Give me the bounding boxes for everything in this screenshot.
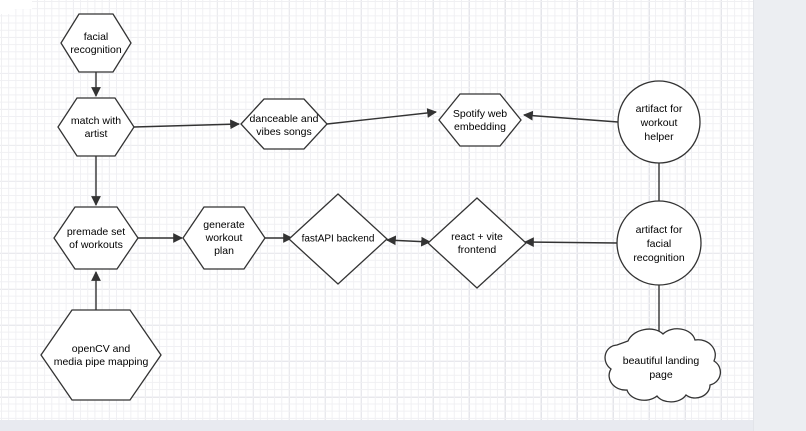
node-label-line-2: workout bbox=[205, 232, 243, 244]
right-side-panel bbox=[753, 0, 806, 431]
node-beautiful-landing-page[interactable]: beautiful landing page bbox=[604, 328, 721, 403]
node-label-line-3: plan bbox=[214, 245, 234, 257]
node-label-line-2: vibes songs bbox=[256, 126, 311, 138]
node-label-line-1: openCV and bbox=[72, 343, 131, 355]
node-label-line-1: beautiful landing bbox=[623, 355, 700, 367]
flowchart-canvas[interactable]: facial recognition match with artist dan… bbox=[0, 0, 753, 420]
node-generate-workout-plan[interactable]: generate workout plan bbox=[182, 206, 266, 270]
node-label-line-1: react + vite bbox=[451, 231, 503, 243]
cloud-shape bbox=[604, 328, 721, 403]
node-artifact-for-facial-recognition[interactable]: artifact for facial recognition bbox=[616, 200, 702, 286]
node-label-line-2: facial bbox=[647, 238, 672, 250]
circle-shape bbox=[617, 80, 701, 164]
toolbar-corner-nub bbox=[0, 0, 14, 14]
node-danceable-and-vibes-songs[interactable]: danceable and vibes songs bbox=[240, 98, 328, 150]
circle-shape bbox=[616, 200, 702, 286]
node-label-line-1: generate bbox=[203, 219, 245, 231]
node-label-line-2: workout bbox=[640, 117, 678, 129]
edge-artifact-for-workout-helper-to-spotify-web-embedding[interactable] bbox=[523, 110, 619, 123]
node-artifact-for-workout-helper[interactable]: artifact for workout helper bbox=[617, 80, 701, 164]
node-label-line-1: Spotify web bbox=[453, 108, 507, 120]
node-spotify-web-embedding[interactable]: Spotify web embedding bbox=[438, 93, 522, 147]
node-label-line-2: of workouts bbox=[69, 239, 123, 251]
panel-divider bbox=[753, 0, 754, 431]
node-label-line-1: fastAPI backend bbox=[302, 234, 375, 245]
node-label-line-3: helper bbox=[644, 131, 674, 143]
node-label-line-2: artist bbox=[85, 128, 108, 140]
node-react-vite-frontend[interactable]: react + vite frontend bbox=[427, 197, 527, 289]
hexagon-shape bbox=[40, 309, 162, 401]
node-facial-recognition[interactable]: facial recognition bbox=[60, 13, 132, 73]
edge-match-with-artist-to-danceable-and-vibes-songs[interactable] bbox=[133, 119, 240, 130]
node-label-line-1: artifact for bbox=[636, 103, 683, 115]
edge-danceable-and-vibes-songs-to-spotify-web-embedding[interactable] bbox=[326, 108, 437, 125]
node-premade-set-of-workouts[interactable]: premade set of workouts bbox=[53, 206, 139, 270]
hexagon-shape bbox=[182, 206, 266, 270]
node-label-line-3: recognition bbox=[633, 252, 685, 264]
node-label-line-2: embedding bbox=[454, 121, 506, 133]
node-label-line-2: media pipe mapping bbox=[54, 356, 149, 368]
hexagon-shape bbox=[438, 93, 522, 147]
diamond-shape bbox=[427, 197, 527, 289]
edge-fastapi-backend-to-react-vite-frontend[interactable] bbox=[386, 235, 431, 247]
node-label-line-1: danceable and bbox=[250, 113, 319, 125]
nodes-layer: facial recognition match with artist dan… bbox=[40, 13, 721, 403]
hexagon-shape bbox=[60, 13, 132, 73]
node-opencv-and-media-pipe-mapping[interactable]: openCV and media pipe mapping bbox=[40, 309, 162, 401]
hexagon-shape bbox=[57, 97, 135, 157]
hexagon-shape bbox=[240, 98, 328, 150]
node-label-line-2: frontend bbox=[458, 244, 497, 256]
edges-layer bbox=[91, 72, 660, 340]
node-label-line-1: facial bbox=[84, 31, 109, 43]
node-fastapi-backend[interactable]: fastAPI backend bbox=[288, 193, 388, 285]
canvas-bottom-strip bbox=[0, 420, 753, 431]
diamond-shape bbox=[288, 193, 388, 285]
node-label-line-1: premade set bbox=[67, 226, 125, 238]
node-label-line-2: recognition bbox=[70, 44, 122, 56]
toolbar-edge-nub bbox=[0, 0, 32, 9]
node-label-line-1: match with bbox=[71, 115, 121, 127]
flowchart-svg: facial recognition match with artist dan… bbox=[40, 13, 721, 403]
node-label-line-1: artifact for bbox=[636, 224, 683, 236]
node-label-line-2: page bbox=[649, 369, 673, 381]
hexagon-shape bbox=[53, 206, 139, 270]
node-match-with-artist[interactable]: match with artist bbox=[57, 97, 135, 157]
edge-artifact-for-facial-recognition-to-react-vite-frontend[interactable] bbox=[524, 237, 618, 247]
